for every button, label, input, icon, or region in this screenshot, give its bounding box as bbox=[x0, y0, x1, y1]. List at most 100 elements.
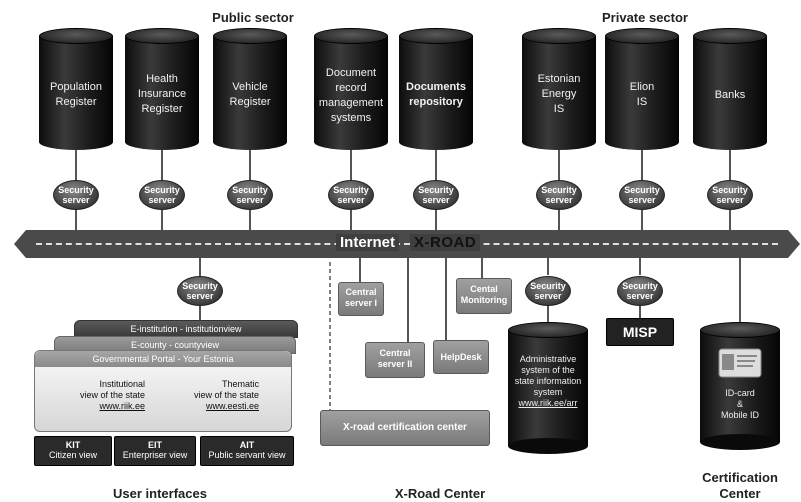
security-label: server bbox=[236, 195, 264, 205]
heading-user-interfaces: User interfaces bbox=[113, 486, 207, 501]
admin-label-line: Administrative bbox=[519, 354, 577, 364]
db-label-line: Register bbox=[141, 103, 183, 115]
db-label-line: Vehicle bbox=[232, 81, 268, 93]
inst-line: Institutional bbox=[99, 379, 145, 389]
db-label-line: systems bbox=[330, 112, 372, 124]
them-line: view of the state bbox=[193, 390, 259, 400]
box-label: Cental bbox=[470, 284, 498, 294]
admin-label-line: system of the bbox=[521, 365, 575, 375]
security-label: server bbox=[628, 195, 656, 205]
institutional-view: Institutional view of the state www.riik… bbox=[45, 379, 145, 412]
db-label-line: record bbox=[335, 82, 367, 94]
box-label: server II bbox=[377, 359, 413, 369]
security-label: Security bbox=[182, 281, 218, 291]
thematic-view: Thematic view of the state www.eesti.ee bbox=[159, 379, 259, 412]
admin-label-line: state information bbox=[514, 376, 582, 386]
misp-box[interactable]: MISP bbox=[606, 318, 674, 346]
box-label: Central bbox=[379, 348, 411, 358]
xroad-certification-center[interactable]: X-road certification center bbox=[320, 410, 490, 446]
heading-public-sector: Public sector bbox=[212, 10, 294, 25]
db-label-line: management bbox=[318, 97, 384, 109]
db-label-line: Elion bbox=[629, 81, 655, 93]
security-label: server bbox=[186, 291, 214, 301]
heading-cert-line1: Certification bbox=[702, 470, 778, 485]
governmental-portal[interactable]: Governmental Portal - Your Estonia Insti… bbox=[34, 350, 292, 432]
road-dashes bbox=[36, 243, 778, 245]
db-label-line: Documents bbox=[406, 81, 466, 93]
database-estonian-energy-is[interactable]: Estonian Energy IS bbox=[522, 28, 596, 158]
db-label-line: Energy bbox=[541, 88, 577, 100]
database-document-record-management[interactable]: Document record management systems bbox=[314, 28, 388, 158]
database-documents-repository[interactable]: Documents repository bbox=[399, 28, 473, 158]
box-label: server I bbox=[344, 298, 378, 308]
database-banks[interactable]: Banks bbox=[693, 28, 767, 158]
security-label: Security bbox=[622, 281, 658, 291]
security-label: server bbox=[148, 195, 176, 205]
eit-enterpriser-view[interactable]: EIT Enterpriser view bbox=[114, 436, 196, 466]
inst-url-link[interactable]: www.riik.ee bbox=[99, 401, 145, 411]
security-label: server bbox=[337, 195, 365, 205]
db-label-line: Register bbox=[229, 96, 271, 108]
db-label-line: Register bbox=[55, 96, 97, 108]
security-label: server bbox=[62, 195, 90, 205]
admin-system-database[interactable]: Administrative system of the state infor… bbox=[508, 322, 588, 456]
xroad-bar: Internet X-ROAD bbox=[14, 230, 800, 258]
heading-certification-center: Certification Center bbox=[690, 470, 790, 502]
db-label-line: Banks bbox=[714, 89, 746, 101]
heading-xroad-center: X-Road Center bbox=[394, 486, 486, 501]
eit-sub: Enterpriser view bbox=[122, 450, 188, 460]
database-vehicle-register[interactable]: Vehicle Register bbox=[213, 28, 287, 158]
kit-title: KIT bbox=[65, 440, 81, 450]
database-health-insurance-register[interactable]: Health Insurance Register bbox=[125, 28, 199, 158]
box-label: Monitoring bbox=[460, 295, 508, 305]
them-url-link[interactable]: www.eesti.ee bbox=[205, 401, 259, 411]
box-label: Central bbox=[345, 287, 377, 297]
security-label: Security bbox=[144, 185, 180, 195]
security-label: Security bbox=[418, 185, 454, 195]
portal-title: Governmental Portal - Your Estonia bbox=[35, 351, 291, 367]
admin-label-line: system bbox=[533, 387, 563, 397]
ait-title: AIT bbox=[239, 440, 255, 450]
db-label-line: Estonian bbox=[537, 73, 581, 85]
security-label: Security bbox=[541, 185, 577, 195]
db-label-line: repository bbox=[409, 96, 463, 108]
id-card-icon bbox=[718, 348, 762, 378]
heading-cert-line2: Center bbox=[719, 486, 761, 501]
security-label: server bbox=[716, 195, 744, 205]
ait-public-servant-view[interactable]: AIT Public servant view bbox=[200, 436, 294, 466]
eit-title: EIT bbox=[147, 440, 162, 450]
inst-line: view of the state bbox=[79, 390, 145, 400]
id-card-mobile-id-database[interactable]: ID-card & Mobile ID bbox=[700, 322, 780, 452]
security-label: Security bbox=[712, 185, 748, 195]
ait-sub: Public servant view bbox=[208, 450, 286, 460]
xroad-label: X-ROAD bbox=[410, 234, 481, 251]
db-label-line: IS bbox=[553, 103, 565, 115]
security-label: Security bbox=[530, 281, 566, 291]
db-label-line: Health bbox=[146, 73, 178, 85]
kit-sub: Citizen view bbox=[48, 450, 97, 460]
security-label: server bbox=[626, 291, 654, 301]
helpdesk[interactable]: HelpDesk bbox=[433, 340, 489, 374]
database-elion-is[interactable]: Elion IS bbox=[605, 28, 679, 158]
them-line: Thematic bbox=[221, 379, 259, 389]
kit-citizen-view[interactable]: KIT Citizen view bbox=[34, 436, 112, 466]
idcard-label-line: ID-card bbox=[725, 388, 755, 398]
database-population-register[interactable]: Population Register bbox=[39, 28, 113, 158]
internet-label: Internet bbox=[336, 234, 400, 251]
security-label: server bbox=[534, 291, 562, 301]
admin-url[interactable]: www.riik.ee/arr bbox=[518, 398, 578, 408]
